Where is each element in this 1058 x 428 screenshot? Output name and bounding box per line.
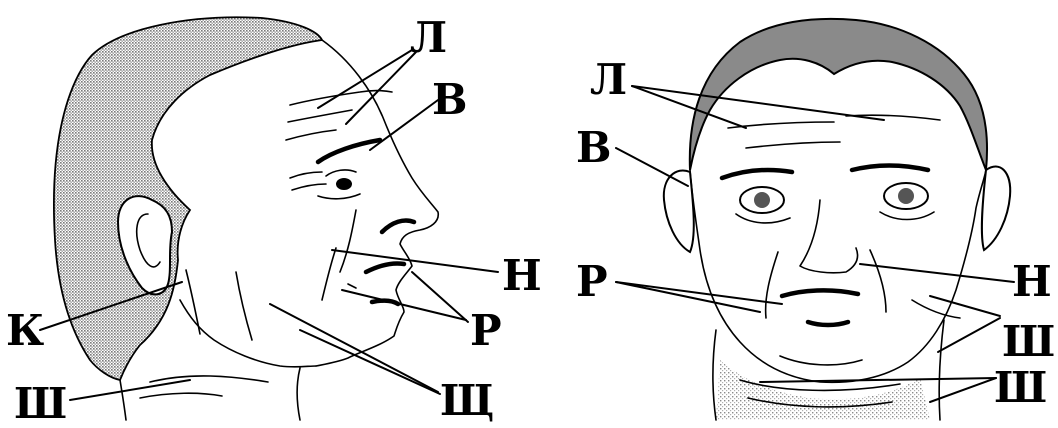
left-eye [336,178,352,190]
right-lower-lip [808,322,848,325]
right-nose [800,200,858,273]
left-neck-wrinkle [150,376,268,382]
left-label-Sh: Ш [14,379,67,428]
right-under-eye-left [736,214,790,223]
left-eye-lid [326,170,356,176]
left-neck-front [297,368,300,420]
right-mouth [782,290,858,296]
left-label-V: В [432,75,468,124]
left-label-Shch: Щ [440,376,494,425]
left-crows-feet-2 [292,184,326,190]
left-cheek-line-2 [186,270,200,334]
right-neck-left [713,330,716,420]
right-label-Sh-upper: Ш [1002,317,1055,366]
right-ear-right [982,166,1010,250]
left-forehead-wrinkle-2 [288,110,352,122]
left-hair [54,17,322,380]
right-under-eye-right [880,212,934,220]
left-label-R: Р [470,306,502,355]
left-label-N: Н [502,251,542,300]
right-label-N: Н [1012,257,1052,306]
left-cheek-line-1 [236,272,252,340]
right-label-Sh-lower: Ш [994,363,1047,412]
left-profile-head: Л В Н Р К Щ Ш [6,13,542,428]
left-nostril [382,220,414,232]
right-ear-left [664,170,694,252]
right-neck-right [939,320,944,420]
left-label-K: К [6,306,44,355]
left-mouth-upper [366,263,404,272]
right-leader-lines [616,86,1014,402]
right-label-R: Р [576,257,608,306]
right-nasolabial-left [766,252,778,318]
right-nasolabial-right [870,250,886,312]
right-frontal-head: Л В Р Н Ш Ш [576,19,1055,420]
left-under-eye [318,194,360,199]
left-eyebrow [318,140,380,162]
left-nasolabial-fold-2 [322,248,336,300]
right-chin-line [780,356,862,365]
left-label-L: Л [410,13,447,62]
right-label-V: В [576,123,612,172]
left-face-outline [316,40,438,366]
right-forehead-wrinkle-3 [746,142,840,148]
left-forehead-wrinkle-3 [286,130,336,140]
right-brow-right [852,166,928,171]
left-neck-wrinkle-2 [140,393,222,398]
right-label-L: Л [590,55,627,104]
right-hair [690,19,987,170]
left-nasolabial-fold [340,210,356,272]
left-mouth-corner [348,284,356,288]
left-crows-feet-1 [290,172,322,178]
right-brow-left [722,170,792,178]
left-neck-back [120,380,126,420]
